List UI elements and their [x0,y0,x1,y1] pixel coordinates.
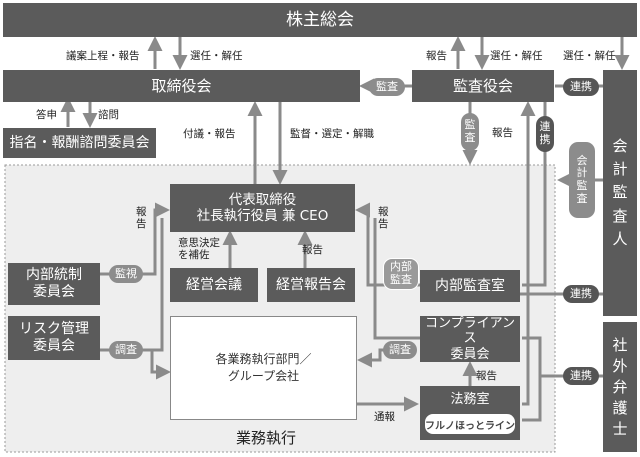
kaikei-kansa-pill: 会 計 監 査 [569,142,595,218]
internal-audit-office: 内部監査室 [420,270,520,302]
internal-control-line2: 委員会 [33,284,75,300]
kaikei-char: 計 [576,166,588,180]
legal-label: 法務室 [450,392,490,407]
risk-line1: リスク管理 [19,321,89,338]
internal-control-committee: 内部統制 委員会 [8,263,100,305]
renkei-pill-lawyer: 連携 [563,367,599,385]
audit-v-char: 監 [464,118,476,132]
gian-label: 議案上程・報告 [66,50,140,62]
naibu-kansa-pill: 内部 監査 [383,258,419,290]
business-execution-label: 業務執行 [236,429,297,447]
senin-label-3: 選任・解任 [563,50,616,62]
kantoku-label: 監督・選定・解職 [290,128,374,140]
compliance-line1: コンプライアンス [424,315,516,347]
kanshi-pill: 監視 [109,265,143,283]
nomination-label: 指名・報酬諮問委員会 [9,134,150,151]
external-lawyer-label: 社 外 弁 護 士 [612,335,627,440]
renkei-pill-top: 連携 [563,78,599,96]
hokoku-char: 報 [378,206,389,218]
hokoku-label-legal: 報告 [476,370,497,382]
fugi-label: 付議・報告 [183,128,236,140]
audit-board: 監査役会 [412,70,554,102]
renkei-pill-label: 連携 [570,368,592,382]
renkei-pill-label: 連携 [570,286,592,300]
auditor-char: 計 [612,160,628,179]
chosa-pill-left: 調査 [109,341,143,359]
auditor-char: 査 [612,206,628,225]
external-lawyer: 社 外 弁 護 士 [603,322,637,452]
tsuho-label: 通報 [374,411,395,423]
audit-pill: 監査 [369,78,405,96]
management-report-meeting: 経営報告会 [267,268,355,302]
chosa-pill-right: 調査 [383,341,417,359]
toushin-label: 答申 [36,109,57,121]
shareholders-meeting-label: 株主総会 [286,9,354,30]
divisions-line2: グループ会社 [227,369,300,383]
divisions-line1: 各業務執行部門／ [215,352,312,367]
renkei-pill-vertical: 連 携 [536,116,554,152]
renkei-pill-label: 連携 [570,79,592,93]
ishi-line: を補佐 [178,249,210,262]
kaikei-char: 会 [576,153,588,167]
hokoku-char: 告 [378,218,389,231]
hokoku-label-mgmt-report: 報告 [302,244,323,256]
nomination-committee: 指名・報酬諮問委員会 [3,128,156,158]
renkei-pill-internal-audit: 連携 [563,285,599,303]
ceo-line1: 代表取締役 [228,191,297,208]
hokoku-label-right: 報告 [492,127,513,139]
board-label: 取締役会 [151,77,212,95]
internal-control-line1: 内部統制 [26,267,82,284]
senin-label-1: 選任・解任 [190,50,243,62]
hokoku-label-left-vertical: 報 告 [136,206,147,230]
renkei-v-char: 連 [539,120,551,134]
ishi-kettei-label: 意思決定 を補佐 [178,237,220,261]
business-divisions: 各業務執行部門／ グループ会社 [170,316,357,420]
naibu-kansa-line: 監査 [390,273,412,286]
hokoku-char: 告 [136,218,147,231]
kaikei-char: 査 [576,191,588,205]
hotline-label: フルノほっとライン [425,420,515,432]
internal-audit-label: 内部監査室 [435,277,505,294]
shimon-label: 諮問 [98,109,119,121]
management-meeting-label: 経営会議 [186,276,242,293]
board-of-directors: 取締役会 [3,70,360,102]
accounting-auditor: 会 計 監 査 人 [603,70,637,316]
senin-label-2: 選任・解任 [490,50,543,62]
chosa-label: 調査 [389,342,411,356]
ishi-line: 意思決定 [178,237,220,249]
compliance-committee: コンプライアンス 委員会 [420,316,520,362]
audit-board-label: 監査役会 [452,77,513,95]
audit-pill-label: 監査 [376,79,398,93]
auditor-char: 人 [612,229,628,248]
auditor-char: 監 [612,183,628,202]
management-meeting: 経営会議 [170,268,258,302]
hokoku-char: 報 [136,206,147,218]
hokoku-label-right-vertical: 報 告 [378,206,389,230]
accounting-auditor-label: 会 計 監 査 人 [612,135,627,251]
renkei-v-char: 携 [539,133,551,146]
risk-line2: 委員会 [33,338,75,354]
chosa-label: 調査 [115,342,137,356]
compliance-line2: 委員会 [450,346,490,362]
auditor-char: 会 [612,136,628,155]
lawyer-char: 護 [612,398,628,417]
hotline-logo: フルノほっとライン [425,414,515,434]
audit-v-char: 査 [464,131,476,144]
shareholders-meeting: 株主総会 [3,3,637,37]
kaikei-char: 監 [576,179,588,192]
hokoku-label-top: 報告 [426,50,447,62]
risk-management-committee: リスク管理 委員会 [8,316,100,360]
lawyer-char: 社 [612,335,628,354]
ceo-line2: 社長執行役員 兼 CEO [196,208,329,224]
naibu-kansa-line: 内部 [390,260,412,274]
ceo-box: 代表取締役 社長執行役員 兼 CEO [170,184,355,232]
lawyer-char: 弁 [612,377,628,396]
kanshi-label: 監視 [115,266,137,280]
lawyer-char: 士 [612,419,628,438]
management-report-label: 経営報告会 [276,276,346,293]
audit-pill-vertical: 監 査 [461,113,479,151]
lawyer-char: 外 [612,356,628,375]
